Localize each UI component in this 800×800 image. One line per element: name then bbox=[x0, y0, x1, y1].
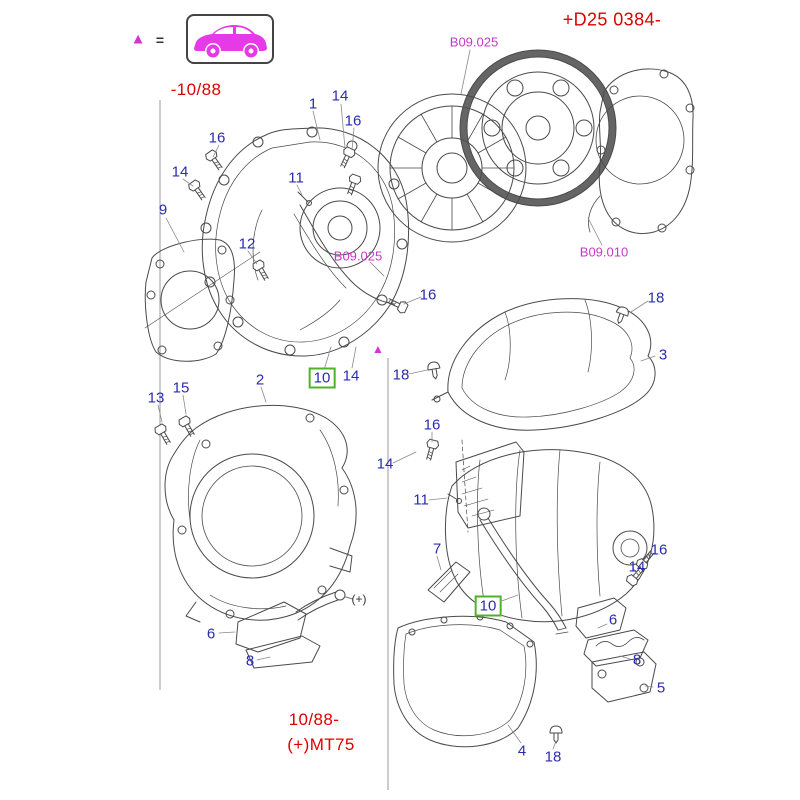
bracket-left-drawing bbox=[235, 589, 354, 669]
revision-code: +D25 0384- bbox=[562, 9, 662, 30]
part-callout-11-b[interactable]: 11 bbox=[413, 491, 429, 509]
bottom-cover-drawing bbox=[393, 613, 537, 748]
part-callout-5[interactable]: 5 bbox=[656, 679, 666, 697]
flywheel-drawing bbox=[459, 49, 617, 207]
gearbox-housing-drawing bbox=[445, 449, 655, 623]
part-callout-14-d[interactable]: 14 bbox=[376, 455, 394, 473]
part-callout-8-b[interactable]: 8 bbox=[632, 651, 642, 669]
leader-lines bbox=[157, 49, 656, 750]
fastener-symbols bbox=[152, 145, 658, 744]
backing-plate-drawing bbox=[588, 68, 695, 235]
gasket-drawing bbox=[144, 238, 261, 362]
clutch-cover-drawing bbox=[377, 93, 527, 243]
pad-drawing bbox=[427, 561, 471, 603]
part-callout-16-e[interactable]: 16 bbox=[650, 541, 668, 559]
part-callout-16-c[interactable]: 16 bbox=[419, 286, 437, 304]
part-callout-3[interactable]: 3 bbox=[658, 346, 668, 364]
bell-housing-drawing bbox=[164, 404, 357, 623]
variant-plus-marker: (+) bbox=[351, 592, 367, 606]
part-callout-7[interactable]: 7 bbox=[432, 540, 442, 558]
part-callout-14-e[interactable]: 14 bbox=[628, 558, 646, 576]
part-callout-9[interactable]: 9 bbox=[158, 201, 168, 219]
part-callout-14-c[interactable]: 14 bbox=[342, 367, 360, 385]
side-panel-drawing bbox=[447, 439, 525, 533]
part-callout-14-b[interactable]: 14 bbox=[331, 87, 349, 105]
part-callout-6-b[interactable]: 6 bbox=[608, 611, 618, 629]
clutch-housing-drawing bbox=[200, 126, 410, 357]
part-callout-6-a[interactable]: 6 bbox=[206, 625, 216, 643]
part-callout-14-a[interactable]: 14 bbox=[171, 163, 189, 181]
part-callout-16-d[interactable]: 16 bbox=[423, 416, 441, 434]
legend-car-box bbox=[186, 14, 274, 64]
part-callout-18-a[interactable]: 18 bbox=[647, 289, 665, 307]
part-callout-10-selected-a[interactable]: 10 bbox=[308, 367, 336, 389]
ref-code-b09010: B09.010 bbox=[579, 244, 629, 260]
variant-triangle-icon: ▲ bbox=[130, 30, 146, 48]
section-triangle-icon: ▲ bbox=[372, 342, 384, 356]
part-callout-16-b[interactable]: 16 bbox=[344, 112, 362, 130]
part-callout-13[interactable]: 13 bbox=[147, 389, 165, 407]
part-callout-8-a[interactable]: 8 bbox=[245, 652, 255, 670]
part-callout-2[interactable]: 2 bbox=[255, 371, 265, 389]
part-callout-18-c[interactable]: 18 bbox=[544, 748, 562, 766]
legend-validity-label: -10/88 bbox=[170, 80, 222, 99]
release-lever-drawing bbox=[477, 507, 569, 635]
legend-equals-sign: = bbox=[155, 32, 165, 48]
car-silhouette-icon bbox=[194, 25, 267, 58]
footer-transmission-code: (+)MT75 bbox=[287, 735, 355, 754]
top-cover-drawing bbox=[431, 298, 656, 431]
ref-code-b09025-mid: B09.025 bbox=[333, 248, 383, 264]
part-callout-11-a[interactable]: 11 bbox=[288, 169, 304, 187]
ref-code-b09025-top: B09.025 bbox=[449, 34, 499, 50]
part-callout-1[interactable]: 1 bbox=[308, 95, 318, 113]
part-callout-12[interactable]: 12 bbox=[238, 235, 256, 253]
part-callout-18-b[interactable]: 18 bbox=[392, 366, 410, 384]
bracket-right-drawing bbox=[575, 597, 657, 703]
part-callout-4[interactable]: 4 bbox=[517, 742, 527, 760]
part-callout-10-selected-b[interactable]: 10 bbox=[474, 595, 502, 617]
part-callout-16-a[interactable]: 16 bbox=[208, 129, 226, 147]
part-callout-15[interactable]: 15 bbox=[172, 379, 190, 397]
footer-validity-label: 10/88- bbox=[288, 710, 340, 729]
